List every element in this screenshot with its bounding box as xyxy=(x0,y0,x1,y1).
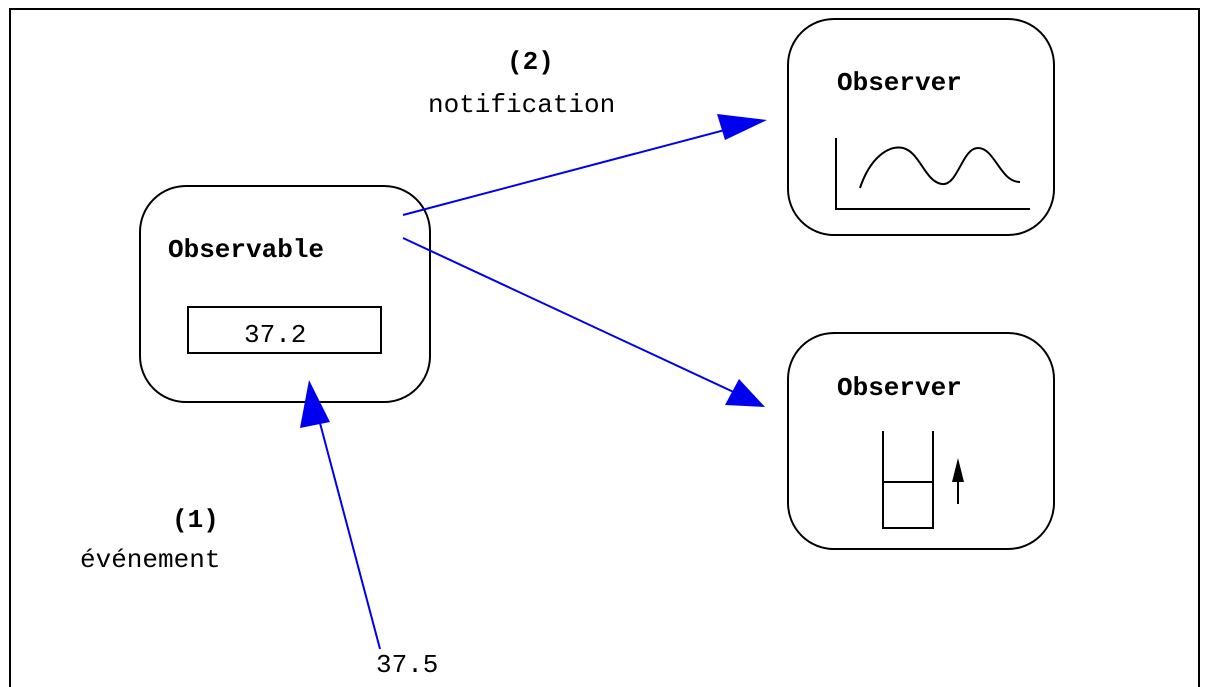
observer-gauge-title: Observer xyxy=(837,373,962,403)
observer-gauge-box: Observer xyxy=(787,332,1055,550)
observable-box: Observable 37.2 xyxy=(139,185,431,403)
observable-value: 37.2 xyxy=(244,320,306,350)
step2-label: notification xyxy=(428,90,615,120)
step1-label: événement xyxy=(80,545,220,575)
observable-value-field xyxy=(187,306,382,354)
step1-number: (1) xyxy=(172,505,219,535)
notification-arrow-to-gauge xyxy=(402,237,765,407)
notification-arrow-to-graph xyxy=(402,114,767,216)
observer-graph-box: Observer xyxy=(787,18,1055,236)
wave-graph-icon xyxy=(835,138,1030,210)
diagram-frame xyxy=(9,8,1200,687)
event-input-value: 37.5 xyxy=(376,650,438,680)
event-arrow-to-observable xyxy=(300,380,381,650)
gauge-arrow-icon xyxy=(882,431,964,529)
observable-title: Observable xyxy=(168,235,324,265)
observer-graph-title: Observer xyxy=(837,68,962,98)
step2-number: (2) xyxy=(507,47,554,77)
